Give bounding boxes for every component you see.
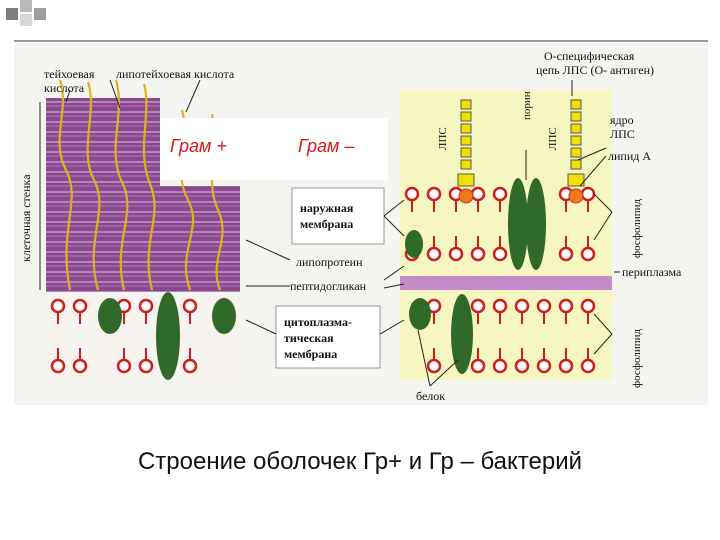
label-lipid-a: липид А <box>608 149 651 163</box>
phospholipid-head <box>428 248 440 260</box>
lipid-a <box>569 189 583 203</box>
protein-2 <box>156 292 180 380</box>
phospholipid-head <box>472 248 484 260</box>
phospholipid-head <box>538 300 550 312</box>
phospholipid-head <box>428 188 440 200</box>
phospholipid-head <box>450 248 462 260</box>
lps-sugar-unit <box>461 148 471 157</box>
label-cytoplasmic-2: тическая <box>284 331 334 345</box>
protein-3 <box>212 298 236 334</box>
label-o-specific-2: цепь ЛПС (О- антиген) <box>536 63 654 77</box>
label-phospholipid-lower: фосфолипид <box>631 328 643 388</box>
phospholipid-head <box>52 300 64 312</box>
phospholipid-head <box>538 360 550 372</box>
phospholipid-head <box>406 188 418 200</box>
label-lipoteichoic: липотейхоевая кислота <box>116 67 235 81</box>
lps-sugar-unit <box>461 124 471 133</box>
outer-membrane-box <box>292 188 384 244</box>
porin-2 <box>526 178 546 270</box>
protein-1 <box>98 298 122 334</box>
phospholipid-head <box>582 248 594 260</box>
phospholipid-head <box>140 360 152 372</box>
phospholipid-head <box>582 300 594 312</box>
lps-core <box>458 174 474 186</box>
protein-6 <box>405 230 423 258</box>
phospholipid-head <box>560 300 572 312</box>
lps-sugar-unit <box>461 112 471 121</box>
phospholipid-head <box>472 360 484 372</box>
phospholipid-head <box>184 300 196 312</box>
label-acid: кислота <box>44 81 85 95</box>
label-phospholipid-upper: фосфолипид <box>631 198 643 258</box>
lps-sugar-unit <box>571 112 581 121</box>
phospholipid-head <box>472 188 484 200</box>
phospholipid-head <box>472 300 484 312</box>
label-porin: порин <box>521 91 533 120</box>
protein-4 <box>409 298 431 330</box>
lps-sugar-unit <box>571 136 581 145</box>
lps-sugar-unit <box>571 160 581 169</box>
phospholipid-head <box>428 360 440 372</box>
phospholipid-head <box>560 248 572 260</box>
label-cell-wall: клеточная стенка <box>19 174 33 262</box>
label-gram-negative: Грам – <box>298 136 355 156</box>
label-core-1: ядро <box>610 113 634 127</box>
label-cytoplasmic-1: цитоплазма- <box>284 315 352 329</box>
phospholipid-head <box>560 360 572 372</box>
phospholipid-head <box>118 360 130 372</box>
phospholipid-head <box>494 360 506 372</box>
porin-1 <box>508 178 528 270</box>
label-gram-positive: Грам + <box>170 136 227 156</box>
phospholipid-head <box>184 360 196 372</box>
label-teichoic: тейхоевая <box>44 67 95 81</box>
lipid-a <box>459 189 473 203</box>
phospholipid-head <box>52 360 64 372</box>
lps-sugar-unit <box>571 148 581 157</box>
label-protein: белок <box>416 389 445 403</box>
label-lps-left: ЛПС <box>437 127 449 150</box>
lps-sugar-unit <box>461 136 471 145</box>
phospholipid-head <box>140 300 152 312</box>
phospholipid-head <box>74 300 86 312</box>
phospholipid-head <box>494 188 506 200</box>
lps-sugar-unit <box>461 100 471 109</box>
label-o-specific-1: О-специфическая <box>544 49 635 63</box>
phospholipid-head <box>494 248 506 260</box>
slide-caption: Строение оболочек Гр+ и Гр – бактерий <box>0 448 720 476</box>
label-outer-membrane-2: мембрана <box>300 217 353 231</box>
label-cytoplasmic-3: мембрана <box>284 347 337 361</box>
phospholipid-head <box>494 300 506 312</box>
lps-sugar-unit <box>571 100 581 109</box>
lps-sugar-unit <box>461 160 471 169</box>
label-lipoprotein: липопротеин <box>296 255 363 269</box>
lps-sugar-unit <box>571 124 581 133</box>
phospholipid-head <box>582 188 594 200</box>
gram-neg-peptidoglycan <box>400 276 612 290</box>
phospholipid-head <box>516 300 528 312</box>
phospholipid-head <box>582 360 594 372</box>
phospholipid-head <box>516 360 528 372</box>
phospholipid-head <box>74 360 86 372</box>
label-core-2: ЛПС <box>610 127 635 141</box>
label-lps-right: ЛПС <box>547 127 559 150</box>
protein-5 <box>451 294 473 374</box>
label-peptidoglycan: пептидогликан <box>290 279 367 293</box>
label-outer-membrane-1: наружная <box>300 201 354 215</box>
label-periplasm: периплазма <box>622 265 682 279</box>
